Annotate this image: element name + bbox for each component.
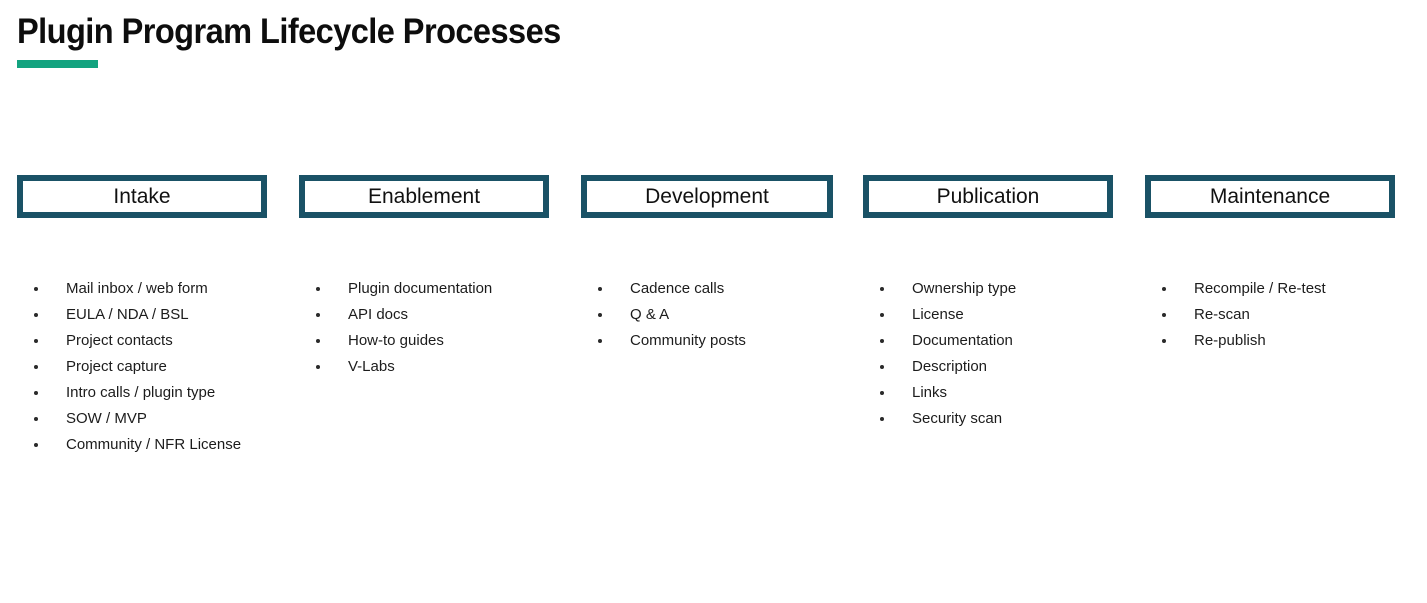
list-item-label: Cadence calls <box>630 280 725 297</box>
list-item-label: Plugin documentation <box>348 280 493 297</box>
bullet-icon <box>34 417 38 421</box>
list-item-label: Project contacts <box>66 332 173 349</box>
list-item: Security scan <box>863 406 1113 432</box>
bullet-icon <box>34 365 38 369</box>
list-item: License <box>863 302 1113 328</box>
bullet-icon <box>34 391 38 395</box>
bullet-icon <box>880 365 884 369</box>
column-enablement: Enablement Plugin documentation API docs… <box>299 175 549 375</box>
list-item-label: Recompile / Re-test <box>1194 280 1326 297</box>
list-item-label: SOW / MVP <box>66 410 147 427</box>
list-item-label: Security scan <box>912 410 1003 427</box>
column-list-maintenance: Recompile / Re-test Re-scan Re-publish <box>1145 276 1395 354</box>
bullet-icon <box>34 287 38 291</box>
column-header-label: Development <box>645 184 769 208</box>
bullet-icon <box>598 287 602 291</box>
list-item: Re-scan <box>1145 302 1395 328</box>
column-header-maintenance[interactable]: Maintenance <box>1145 175 1395 218</box>
bullet-icon <box>34 339 38 343</box>
list-item-label: Community posts <box>630 332 746 349</box>
list-item-label: License <box>912 306 964 323</box>
list-item: API docs <box>299 302 549 328</box>
bullet-icon <box>316 365 320 369</box>
column-header-label: Enablement <box>367 184 481 208</box>
bullet-icon <box>1162 313 1166 317</box>
list-item-label: Description <box>912 358 988 375</box>
bullet-icon <box>316 313 320 317</box>
bullet-icon <box>880 313 884 317</box>
bullet-icon <box>34 313 38 317</box>
column-list-enablement: Plugin documentation API docs How-to gui… <box>299 276 549 380</box>
page-title: Plugin Program Lifecycle Processes <box>17 12 561 51</box>
bullet-icon <box>1162 339 1166 343</box>
list-item: Plugin documentation <box>299 276 549 302</box>
list-item-label: Project capture <box>66 358 167 375</box>
list-item-label: Q & A <box>630 306 670 323</box>
list-item: Community posts <box>581 328 833 354</box>
column-publication: Publication Ownership type License Docum… <box>863 175 1113 427</box>
list-item: Re-publish <box>1145 328 1395 354</box>
column-header-label: Maintenance <box>1209 184 1331 208</box>
list-item: Community / NFR License <box>17 432 267 458</box>
list-item: Cadence calls <box>581 276 833 302</box>
list-item: EULA / NDA / BSL <box>17 302 267 328</box>
bullet-icon <box>34 443 38 447</box>
bullet-icon <box>880 417 884 421</box>
list-item: Links <box>863 380 1113 406</box>
list-item: How-to guides <box>299 328 549 354</box>
column-header-development[interactable]: Development <box>581 175 833 218</box>
column-header-publication[interactable]: Publication <box>863 175 1113 218</box>
list-item-label: V-Labs <box>348 358 395 375</box>
list-item-label: Re-publish <box>1194 332 1266 349</box>
bullet-icon <box>316 339 320 343</box>
column-intake: Intake Mail inbox / web form EULA / NDA … <box>17 175 267 453</box>
list-item-label: EULA / NDA / BSL <box>66 306 189 323</box>
lifecycle-columns: Intake Mail inbox / web form EULA / NDA … <box>0 175 1427 475</box>
list-item-label: Links <box>912 384 948 401</box>
list-item: Mail inbox / web form <box>17 276 267 302</box>
bullet-icon <box>598 339 602 343</box>
list-item: Documentation <box>863 328 1113 354</box>
list-item-label: Ownership type <box>912 280 1017 297</box>
list-item-label: How-to guides <box>348 332 444 349</box>
list-item: Recompile / Re-test <box>1145 276 1395 302</box>
column-header-label: Intake <box>113 184 171 208</box>
list-item: SOW / MVP <box>17 406 267 432</box>
bullet-icon <box>598 313 602 317</box>
bullet-icon <box>880 339 884 343</box>
column-development: Development Cadence calls Q & A Communit… <box>581 175 833 349</box>
title-accent-bar <box>17 60 98 68</box>
column-header-intake[interactable]: Intake <box>17 175 267 218</box>
list-item: Description <box>863 354 1113 380</box>
list-item-label: Community / NFR License <box>66 436 242 453</box>
list-item: Project contacts <box>17 328 267 354</box>
bullet-icon <box>316 287 320 291</box>
column-list-intake: Mail inbox / web form EULA / NDA / BSL P… <box>17 276 267 458</box>
column-maintenance: Maintenance Recompile / Re-test Re-scan … <box>1145 175 1395 349</box>
list-item-label: Mail inbox / web form <box>66 280 208 297</box>
list-item: Intro calls / plugin type <box>17 380 267 406</box>
column-header-label: Publication <box>936 184 1040 208</box>
list-item-label: Re-scan <box>1194 306 1250 323</box>
bullet-icon <box>880 287 884 291</box>
list-item: Ownership type <box>863 276 1113 302</box>
list-item: V-Labs <box>299 354 549 380</box>
column-header-enablement[interactable]: Enablement <box>299 175 549 218</box>
column-list-publication: Ownership type License Documentation Des… <box>863 276 1113 432</box>
bullet-icon <box>1162 287 1166 291</box>
list-item-label: API docs <box>348 306 409 323</box>
list-item-label: Documentation <box>912 332 1013 349</box>
list-item-label: Intro calls / plugin type <box>66 384 216 401</box>
list-item: Project capture <box>17 354 267 380</box>
list-item: Q & A <box>581 302 833 328</box>
bullet-icon <box>880 391 884 395</box>
column-list-development: Cadence calls Q & A Community posts <box>581 276 833 354</box>
